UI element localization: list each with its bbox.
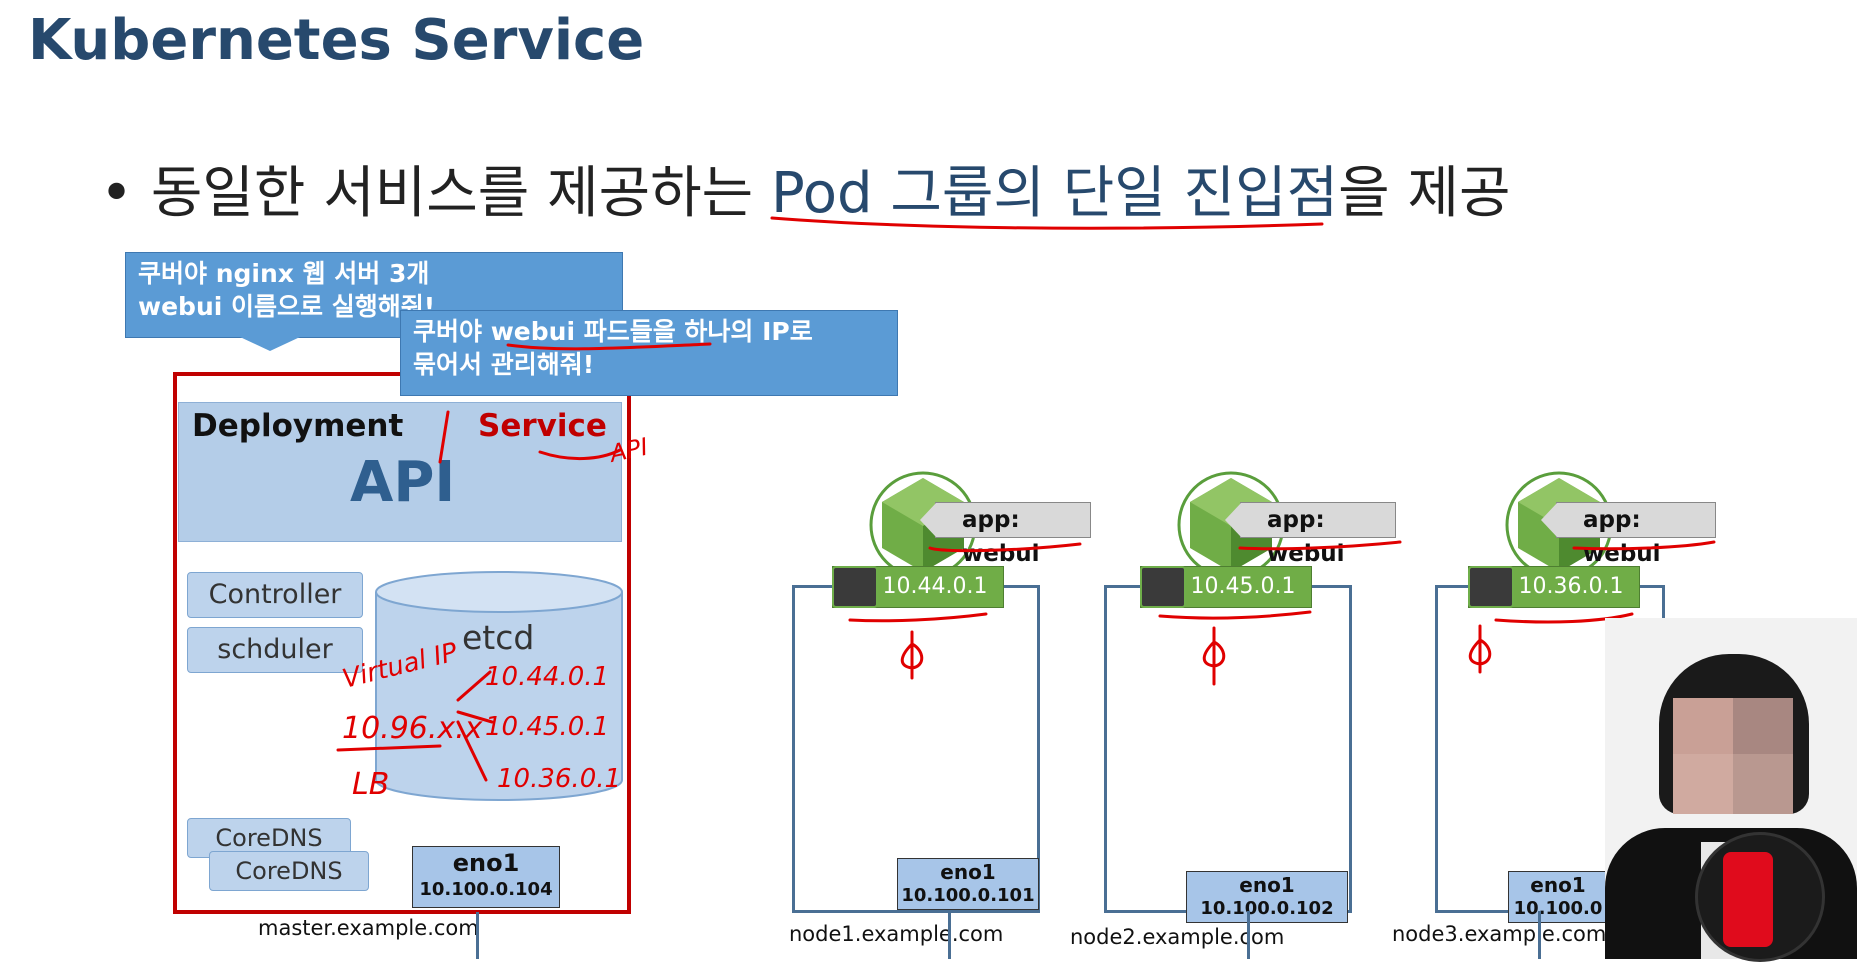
node-network-line-2 (1247, 911, 1250, 959)
deployment-label: Deployment (192, 408, 404, 444)
node-eno-ip-2: 10.100.0.102 (1200, 898, 1334, 919)
etcd-cylinder (375, 571, 623, 801)
master-eno-ip: 10.100.0.104 (419, 879, 553, 900)
face-pixel-4 (1733, 754, 1793, 814)
bullet-highlight: Pod 그룹의 단일 진입점 (770, 161, 1339, 226)
master-eno-name: eno1 (452, 849, 520, 877)
service-label: Service (478, 408, 607, 444)
master-hostname: master.example.com (258, 916, 479, 940)
face-pixel-1 (1673, 698, 1733, 754)
deployment-callout-line1: 쿠버야 nginx 웹 서버 3개 (138, 259, 430, 288)
controller-box: Controller (187, 572, 363, 618)
slide-title: Kubernetes Service (28, 8, 645, 73)
deployment-callout-line2: webui 이름으로 실행해줘! (138, 292, 436, 321)
pod-label-2: app: webui (1225, 502, 1396, 567)
network-port-icon-3 (1468, 566, 1514, 608)
node-hostname-2: node2.example.com (1070, 925, 1285, 949)
node-hostname-3: node3.example.com (1392, 922, 1607, 946)
scheduler-box: schduler (187, 627, 363, 673)
bullet-point: • 동일한 서비스를 제공하는 Pod 그룹의 단일 진입점을 제공 (100, 148, 1511, 229)
api-box (178, 402, 622, 542)
service-callout: 쿠버야 webui 파드들을 하나의 IP로 묶어서 관리해줘! (400, 310, 898, 396)
coredns-box-2: CoreDNS (209, 851, 369, 891)
pod-label-3: app: webui (1541, 502, 1716, 567)
node-eno-name-2: eno1 (1239, 873, 1295, 897)
callout-pointer (240, 337, 300, 351)
node-network-line-3 (1538, 911, 1541, 959)
etcd-label: etcd (462, 618, 535, 657)
node-eno-name-3: eno1 (1530, 873, 1586, 897)
bullet-marker: • (100, 161, 134, 226)
service-callout-line2: 묶어서 관리해줘! (413, 350, 595, 379)
master-eno: eno1 10.100.0.104 (412, 846, 560, 908)
node-eno-ip-1: 10.100.0.101 (901, 885, 1035, 906)
network-port-icon-2 (1140, 566, 1186, 608)
service-callout-line1: 쿠버야 webui 파드들을 하나의 IP로 (413, 317, 813, 346)
face-pixel-3 (1673, 754, 1733, 814)
node-eno-ip-3: 10.100.0 (1513, 898, 1603, 919)
microphone-logo (1723, 852, 1773, 947)
master-network-line (476, 912, 479, 959)
api-label: API (350, 450, 456, 515)
node-eno-name-1: eno1 (940, 860, 996, 884)
face-pixel-2 (1733, 698, 1793, 754)
webcam-overlay (1605, 618, 1857, 962)
node-network-line-1 (948, 911, 951, 959)
node-hostname-1: node1.example.com (789, 922, 1004, 946)
pod-label-1: app: webui (920, 502, 1091, 567)
network-port-icon-1 (832, 566, 878, 608)
bullet-text-before: 동일한 서비스를 제공하는 (150, 161, 771, 226)
bullet-text-after: 을 제공 (1338, 161, 1511, 226)
worker-node-2 (1104, 585, 1352, 913)
